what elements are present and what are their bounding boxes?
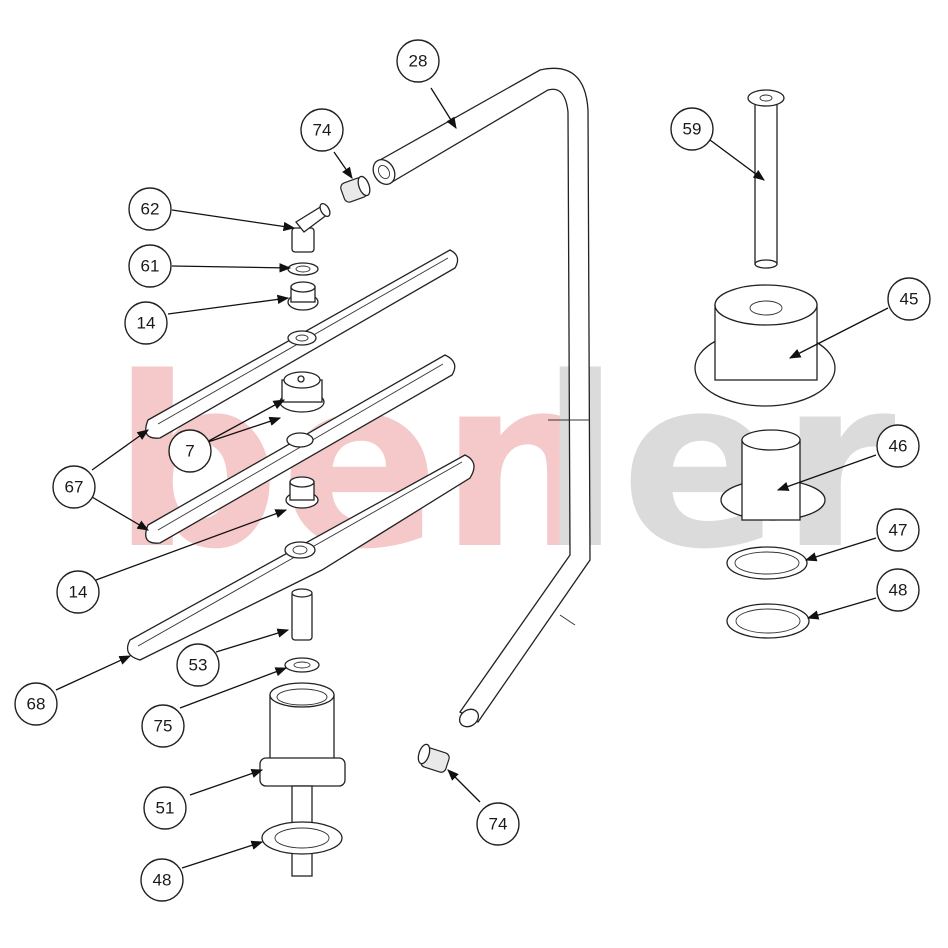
callout-label: 48 [153,871,172,890]
part-washer-61 [287,262,319,276]
part-elbow-fitting [291,202,331,253]
part-vertical-tube [747,89,785,269]
callout-61: 61 [128,244,172,288]
part-clip-ring [726,546,808,580]
callout-59: 59 [670,107,714,151]
callout-label: 48 [889,581,908,600]
callout-14-upper: 14 [124,301,168,345]
leader-lines [55,87,889,869]
part-washer-75 [284,657,320,673]
callout-label: 74 [313,121,332,140]
part-spray-arm-upper [145,249,459,439]
callouts: 28 74 62 61 14 7 67 14 68 53 75 [14,39,931,902]
callout-label: 46 [889,437,908,456]
callout-label: 67 [65,478,84,497]
callout-74-lower: 74 [476,802,520,846]
part-top-housing [694,284,836,407]
callout-label: 45 [900,290,919,309]
callout-47: 47 [876,508,920,552]
callout-label: 68 [27,695,46,714]
callout-label: 7 [185,442,194,461]
callout-label: 74 [489,815,508,834]
part-collar [720,429,826,521]
part-hub-nut-lower [285,476,319,509]
part-sleeve-lower [417,743,450,773]
part-hub-nut-upper [287,281,319,311]
callout-label: 14 [69,583,88,602]
part-supply-tube [372,67,591,728]
callout-62: 62 [128,187,172,231]
part-shaft [291,588,313,641]
callout-68: 68 [14,682,58,726]
callout-75: 75 [141,704,185,748]
callout-48-lower: 48 [140,858,184,902]
callout-74-upper: 74 [300,108,344,152]
callout-label: 51 [156,799,175,818]
callout-label: 28 [409,52,428,71]
callout-45: 45 [887,277,931,321]
callout-53: 53 [176,643,220,687]
callout-label: 47 [889,521,908,540]
callout-label: 59 [683,120,702,139]
callout-14-lower: 14 [56,570,100,614]
part-spray-arm-lower [126,454,475,661]
callout-46: 46 [876,424,920,468]
callout-48-upper: 48 [876,568,920,612]
part-cap [279,371,325,413]
part-ring-lower [261,821,343,855]
callout-label: 53 [189,656,208,675]
part-ring-upper [726,603,810,639]
part-sleeve-upper [340,175,371,203]
callout-label: 62 [141,200,160,219]
part-spray-arm-middle [145,354,456,544]
callout-28: 28 [396,39,440,83]
callout-51: 51 [143,786,187,830]
callout-67: 67 [52,465,96,509]
callout-7: 7 [168,429,212,473]
callout-label: 61 [141,257,160,276]
callout-label: 75 [154,717,173,736]
callout-label: 14 [137,314,156,333]
